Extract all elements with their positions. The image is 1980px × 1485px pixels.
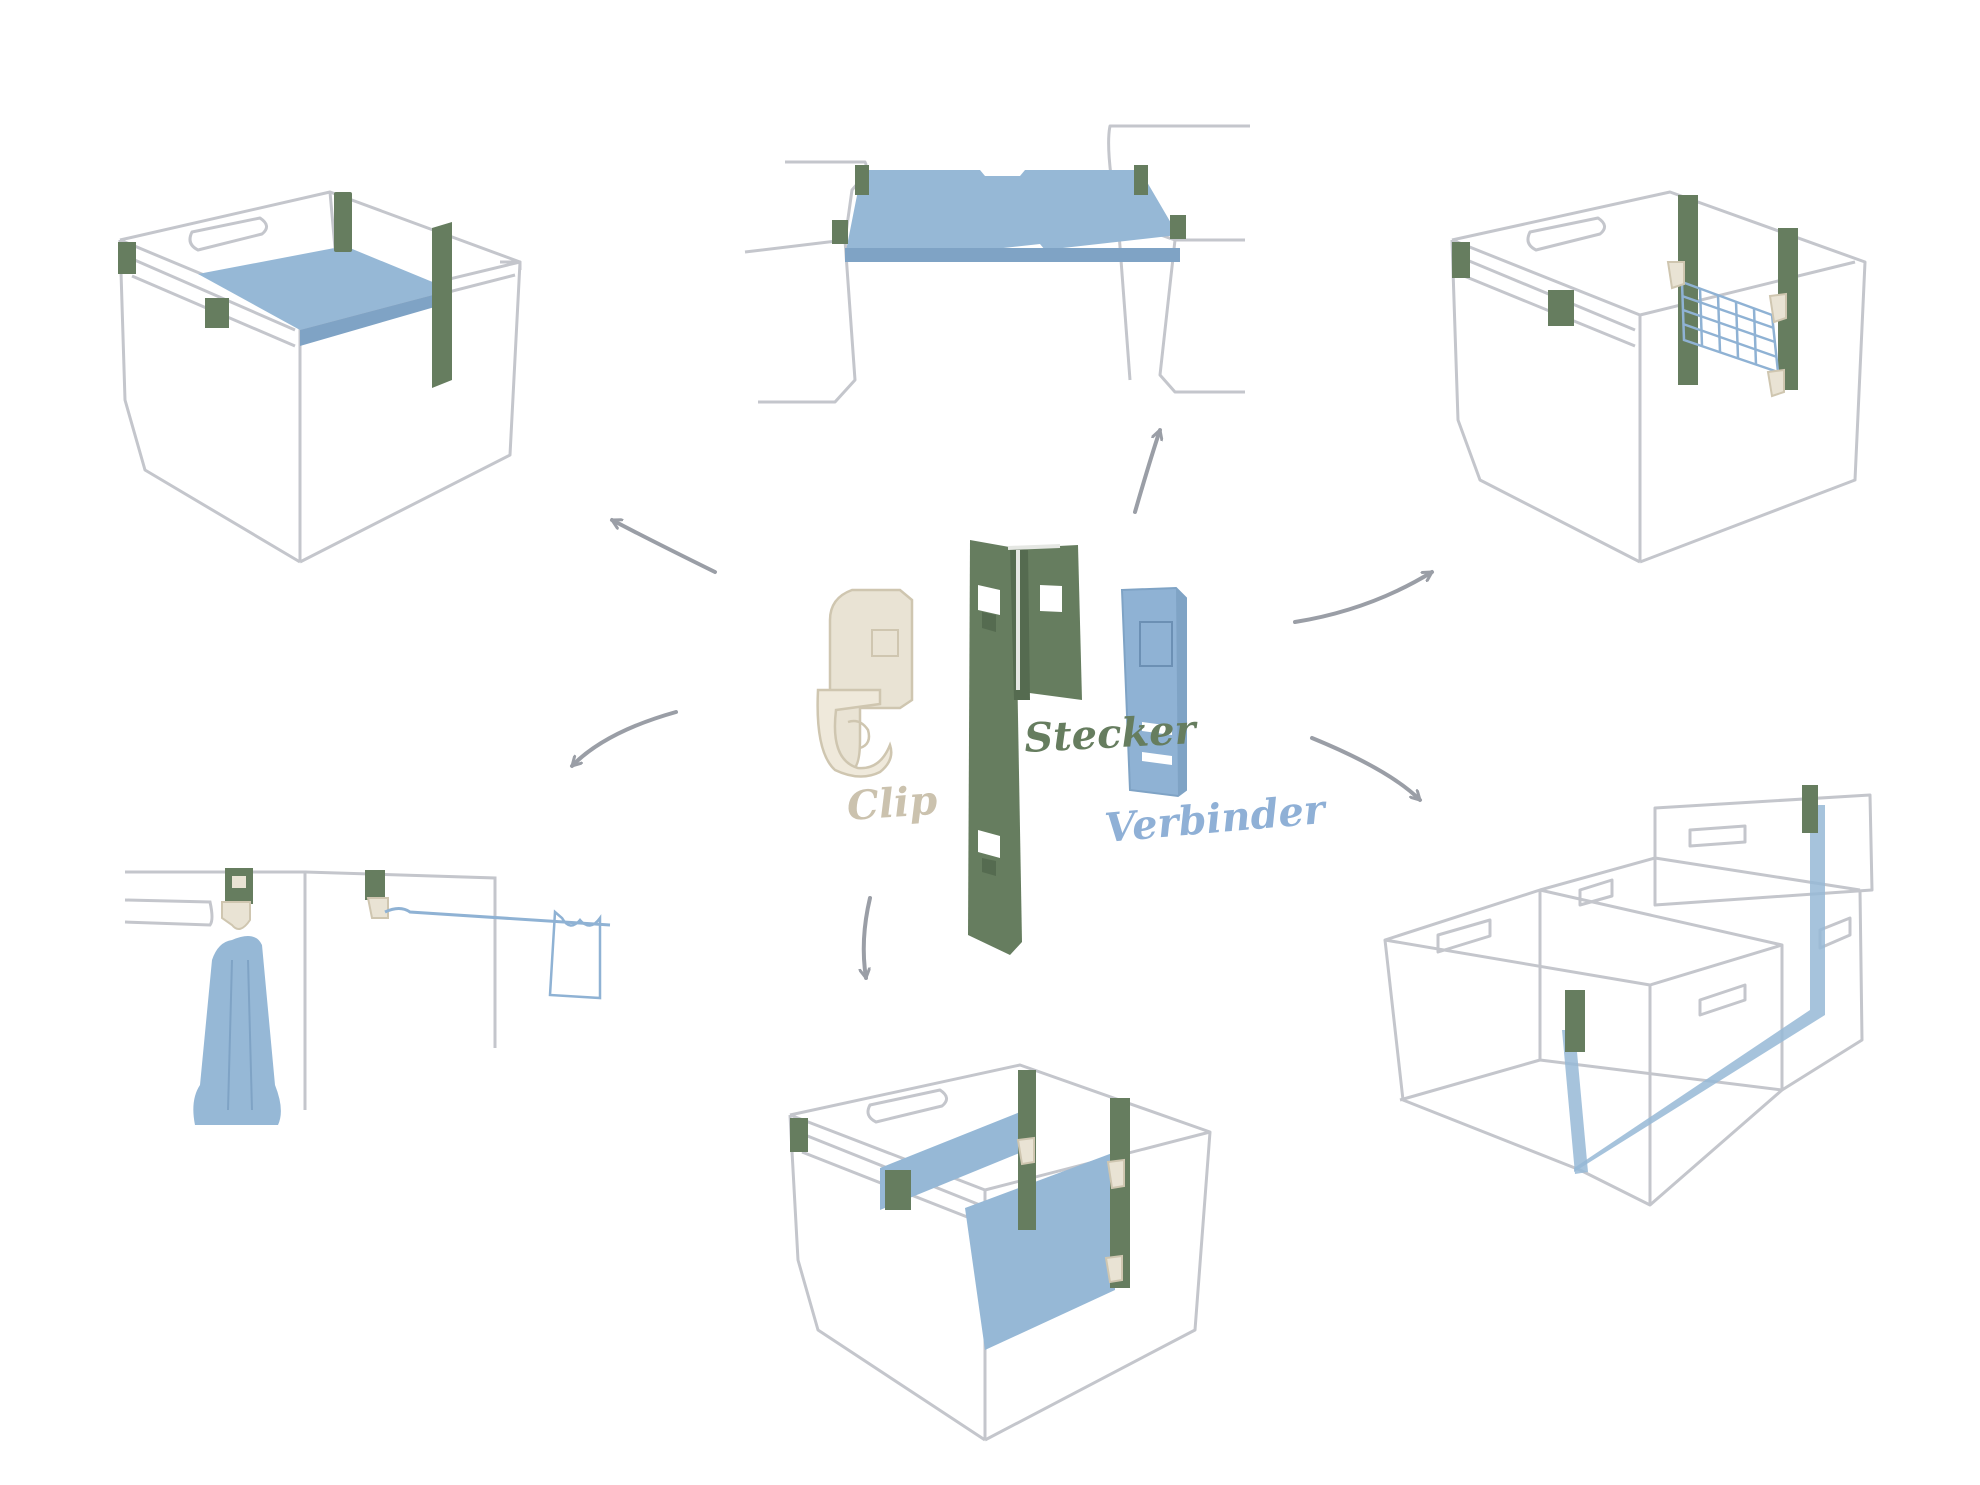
arrow-to-hanger <box>570 710 678 768</box>
arrow-to-bridge-shelf <box>1133 428 1160 514</box>
verbinder-label: Verbinder <box>1103 786 1330 852</box>
stacked-boxes <box>1383 785 1874 1207</box>
stecker-icon <box>968 540 1082 955</box>
box-with-net <box>1450 190 1867 564</box>
shelf-panel <box>198 246 452 330</box>
arrow-to-divider-box <box>864 896 872 980</box>
verbinder-icon <box>1120 586 1187 798</box>
bridge-panel <box>845 170 1178 256</box>
stecker-label: Stecker <box>1023 706 1200 762</box>
arrow-to-net-box <box>1293 570 1434 624</box>
clip-label: Clip <box>845 777 938 830</box>
bridge-shelf <box>744 124 1250 404</box>
divider-panel-back <box>880 1112 1022 1210</box>
hanger-rail <box>124 868 611 1125</box>
arrows <box>570 428 1434 980</box>
box-with-divider <box>788 1063 1212 1442</box>
arrow-to-shelf-box <box>610 518 717 574</box>
net <box>1680 280 1780 374</box>
clip-icon <box>816 588 914 778</box>
divider-panel <box>965 1152 1115 1350</box>
box-with-shelf <box>118 190 522 564</box>
arrow-to-stacked-boxes <box>1310 736 1422 802</box>
components: Clip Stecker Verbinder <box>816 540 1330 955</box>
